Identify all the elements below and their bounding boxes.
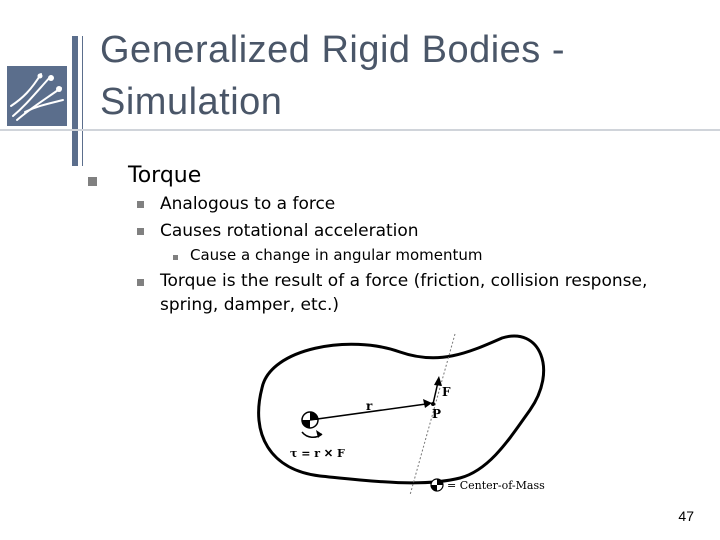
bullet-marker-l3a (173, 255, 178, 260)
title-rule-vertical-thin (82, 36, 83, 166)
rigid-body-shape (257, 334, 546, 485)
f-vector (432, 381, 439, 405)
bullet-torque-result-line1: Torque is the result of a force (frictio… (160, 271, 648, 291)
bullet-marker-l2c (137, 279, 144, 286)
torque-equation: τ = r ✕ F (290, 447, 345, 460)
title-rule-horizontal (0, 129, 720, 131)
label-f: F (442, 385, 451, 399)
torque-diagram: F r P τ = r ✕ F = Center-of-Mass (240, 330, 560, 500)
r-vector (309, 403, 427, 421)
bullet-torque-result-line2: spring, damper, etc.) (160, 295, 340, 315)
bullet-analogous: Analogous to a force (160, 194, 336, 214)
bullet-angular-momentum: Cause a change in angular momentum (190, 246, 483, 264)
bullet-marker-l2a (137, 201, 144, 208)
logo-icon (7, 66, 67, 126)
slide-title: Generalized Rigid Bodies - Simulation (100, 24, 700, 128)
bullet-causes: Causes rotational acceleration (160, 221, 419, 241)
slide-title-line1: Generalized Rigid Bodies - (100, 29, 566, 71)
page-number: 47 (678, 508, 694, 524)
bullet-marker-l1 (88, 177, 97, 186)
label-r: r (366, 399, 373, 413)
bullet-marker-l2b (137, 228, 144, 235)
bullet-torque-result: Torque is the result of a force (frictio… (160, 269, 700, 317)
legend-label: = Center-of-Mass (447, 479, 545, 492)
bullet-torque: Torque (128, 163, 202, 188)
legend-center-of-mass-icon (430, 478, 444, 492)
title-rule-vertical (72, 36, 78, 166)
slide-title-line2: Simulation (100, 81, 283, 123)
label-p: P (432, 407, 441, 421)
